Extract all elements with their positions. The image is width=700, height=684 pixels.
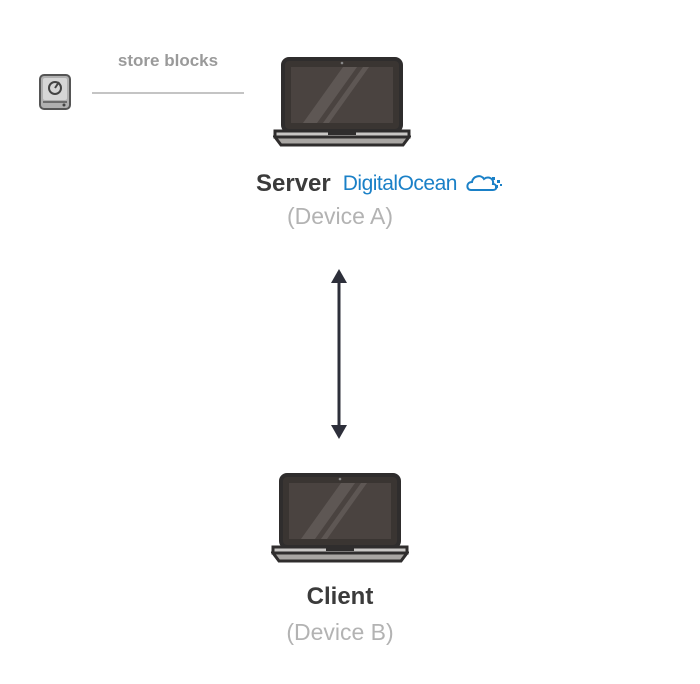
- server-title: Server: [256, 170, 331, 197]
- digitalocean-logo-text: DigitalOcean: [342, 172, 458, 195]
- digitalocean-cloud-icon: [457, 170, 505, 199]
- server-laptop-icon: [272, 56, 412, 148]
- server-title-row: Server DigitalOcean: [256, 168, 505, 200]
- client-laptop-icon: [270, 472, 410, 564]
- client-title: Client: [306, 583, 374, 610]
- client-device-label: (Device B): [286, 619, 394, 645]
- hard-drive-icon: [38, 73, 72, 111]
- bidirectional-arrow: [327, 266, 351, 442]
- store-blocks-label: store blocks: [117, 51, 219, 70]
- storage-connector-line: [92, 92, 244, 94]
- server-device-label: (Device A): [286, 203, 394, 229]
